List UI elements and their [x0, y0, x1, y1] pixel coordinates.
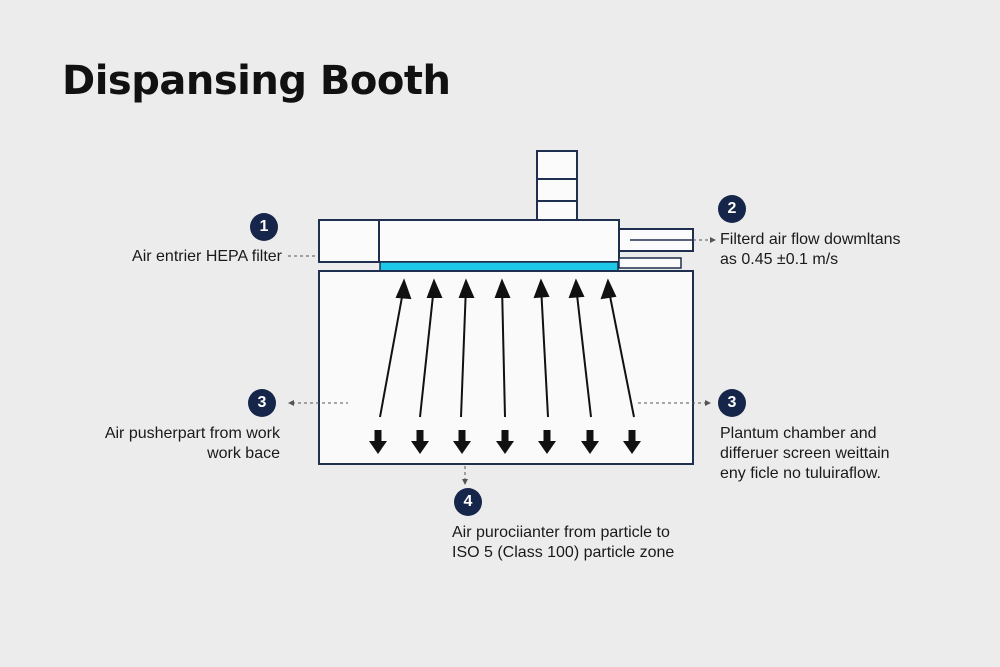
hepa-filter-strip	[379, 261, 619, 272]
callout-3-right-line-2: differuer screen weittain	[720, 445, 890, 462]
airflow-arrow	[501, 285, 506, 418]
arrow-head-icon	[288, 400, 294, 406]
down-arrow-icon	[496, 430, 514, 454]
callout-badge-3-right: 3	[718, 389, 746, 417]
diagram-title: Dispansing Booth	[62, 58, 451, 104]
callout-3-left-line-1: Air pusherpart from work	[104, 425, 280, 442]
airflow-arrow	[540, 285, 549, 418]
exhaust-stack	[536, 150, 578, 222]
callout-label-2: Filterd air flow dowmltans as 0.45 ±0.1 …	[720, 230, 901, 270]
down-arrow-icon	[369, 430, 387, 454]
arrow-head-icon	[533, 278, 550, 299]
callout-label-4: Air purociianter from particle to ISO 5 …	[452, 523, 674, 563]
callout-badge-4: 4	[454, 488, 482, 516]
arrow-head-icon	[458, 278, 475, 298]
airflow-arrow	[607, 285, 635, 418]
arrow-head-icon	[395, 278, 412, 300]
down-arrow-icon	[538, 430, 556, 454]
airflow-down-arrows	[369, 430, 641, 454]
intake-box	[318, 219, 382, 263]
callout-badge-2: 2	[718, 195, 746, 223]
arrow-head-icon	[494, 278, 511, 298]
arrow-head-icon	[568, 278, 585, 299]
arrow-head-icon	[710, 237, 716, 243]
down-arrow-icon	[411, 430, 429, 454]
airflow-arrow	[575, 285, 592, 418]
duct-base	[618, 257, 682, 269]
callout-3-left-line-2: work bace	[207, 445, 280, 462]
arrow-head-icon	[426, 278, 443, 298]
down-arrow-icon	[453, 430, 471, 454]
callout-label-1: Air entrier HEPA filter	[132, 247, 282, 267]
hepa-housing	[378, 219, 620, 263]
down-arrow-icon	[623, 430, 641, 454]
airflow-arrow	[379, 285, 405, 418]
down-arrow-icon	[581, 430, 599, 454]
arrow-head-icon	[462, 479, 468, 485]
callout-label-3-left: Air pusherpart from work work bace	[105, 424, 280, 464]
leader-lines	[288, 237, 716, 485]
arrow-head-icon	[600, 278, 617, 300]
airflow-up-arrows	[379, 278, 635, 418]
callout-1-line-1: Air entrier HEPA filter	[132, 248, 282, 265]
arrow-head-icon	[705, 400, 711, 406]
callout-label-3-right: Plantum chamber and differuer screen wei…	[720, 424, 890, 484]
callout-badge-3-left: 3	[248, 389, 276, 417]
callout-2-line-1: Filterd air flow dowmltans	[720, 231, 901, 248]
callout-4-line-2: ISO 5 (Class 100) particle zone	[452, 544, 675, 561]
airflow-arrow	[460, 285, 467, 418]
callout-3-right-line-3: eny ficle no tuluiraflow.	[720, 465, 881, 482]
airflow-arrow	[419, 285, 435, 418]
callout-3-right-line-1: Plantum chamber and	[720, 425, 877, 442]
callout-4-line-1: Air purociianter from particle to	[452, 524, 670, 541]
callout-2-line-2: as 0.45 ±0.1 m/s	[720, 251, 839, 268]
callout-badge-1: 1	[250, 213, 278, 241]
